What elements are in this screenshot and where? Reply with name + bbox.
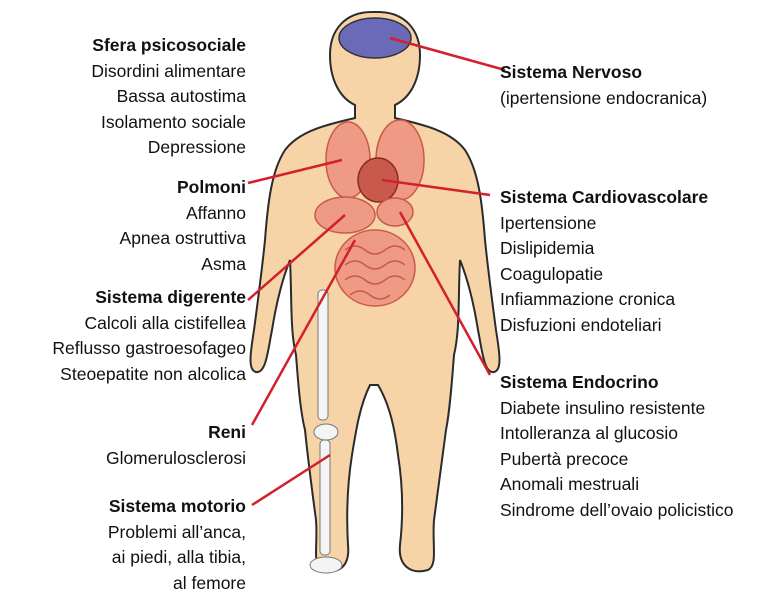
intestines bbox=[335, 230, 415, 306]
group-item: Ipertensione bbox=[500, 211, 708, 237]
group-item: Calcoli alla cistifellea bbox=[52, 311, 246, 337]
knee bbox=[314, 424, 338, 440]
group-item: Dislipidemia bbox=[500, 236, 708, 262]
group-item: Glomerulosclerosi bbox=[106, 446, 246, 472]
group-title: Reni bbox=[106, 420, 246, 446]
group-sistema-digerente: Sistema digerente Calcoli alla cistifell… bbox=[52, 285, 246, 387]
group-item: Intolleranza al glucosio bbox=[500, 421, 733, 447]
group-reni: Reni Glomerulosclerosi bbox=[106, 420, 246, 471]
group-item: Asma bbox=[120, 252, 246, 278]
group-sistema-nervoso: Sistema Nervoso (ipertensione endocranic… bbox=[500, 60, 707, 111]
group-item: Disfuzioni endoteliari bbox=[500, 313, 708, 339]
stomach bbox=[377, 198, 413, 226]
group-item: Coagulopatie bbox=[500, 262, 708, 288]
group-item: Isolamento sociale bbox=[91, 110, 246, 136]
femur bbox=[318, 290, 328, 420]
group-item: Apnea ostruttiva bbox=[120, 226, 246, 252]
group-title: Sistema Cardiovascolare bbox=[500, 185, 708, 211]
group-title: Sfera psicosociale bbox=[91, 33, 246, 59]
group-item: Depressione bbox=[91, 135, 246, 161]
group-item: Diabete insulino resistente bbox=[500, 396, 733, 422]
group-item: Reflusso gastroesofageo bbox=[52, 336, 246, 362]
brain bbox=[339, 18, 411, 58]
group-item: Affanno bbox=[120, 201, 246, 227]
foot-bones bbox=[310, 557, 342, 573]
group-item: Steoepatite non alcolica bbox=[52, 362, 246, 388]
group-sistema-endocrino: Sistema Endocrino Diabete insulino resis… bbox=[500, 370, 733, 523]
group-polmoni: Polmoni Affanno Apnea ostruttiva Asma bbox=[120, 175, 246, 277]
group-title: Sistema Endocrino bbox=[500, 370, 733, 396]
group-item: al femore bbox=[108, 571, 246, 596]
group-item: Anomali mestruali bbox=[500, 472, 733, 498]
group-item: Pubertà precoce bbox=[500, 447, 733, 473]
group-item: Problemi all’anca, bbox=[108, 520, 246, 546]
group-title: Sistema digerente bbox=[52, 285, 246, 311]
group-item: Bassa autostima bbox=[91, 84, 246, 110]
group-sistema-cardiovascolare: Sistema Cardiovascolare Ipertensione Dis… bbox=[500, 185, 708, 338]
group-title: Polmoni bbox=[120, 175, 246, 201]
group-item: Sindrome dell’ovaio policistico bbox=[500, 498, 733, 524]
group-title: Sistema Nervoso bbox=[500, 60, 707, 86]
group-item: Infiammazione cronica bbox=[500, 287, 708, 313]
group-item: (ipertensione endocranica) bbox=[500, 86, 707, 112]
group-item: Disordini alimentare bbox=[91, 59, 246, 85]
group-sistema-motorio: Sistema motorio Problemi all’anca, ai pi… bbox=[108, 494, 246, 596]
heart bbox=[358, 158, 398, 202]
group-sfera-psicosociale: Sfera psicosociale Disordini alimentare … bbox=[91, 33, 246, 161]
group-title: Sistema motorio bbox=[108, 494, 246, 520]
group-item: ai piedi, alla tibia, bbox=[108, 545, 246, 571]
